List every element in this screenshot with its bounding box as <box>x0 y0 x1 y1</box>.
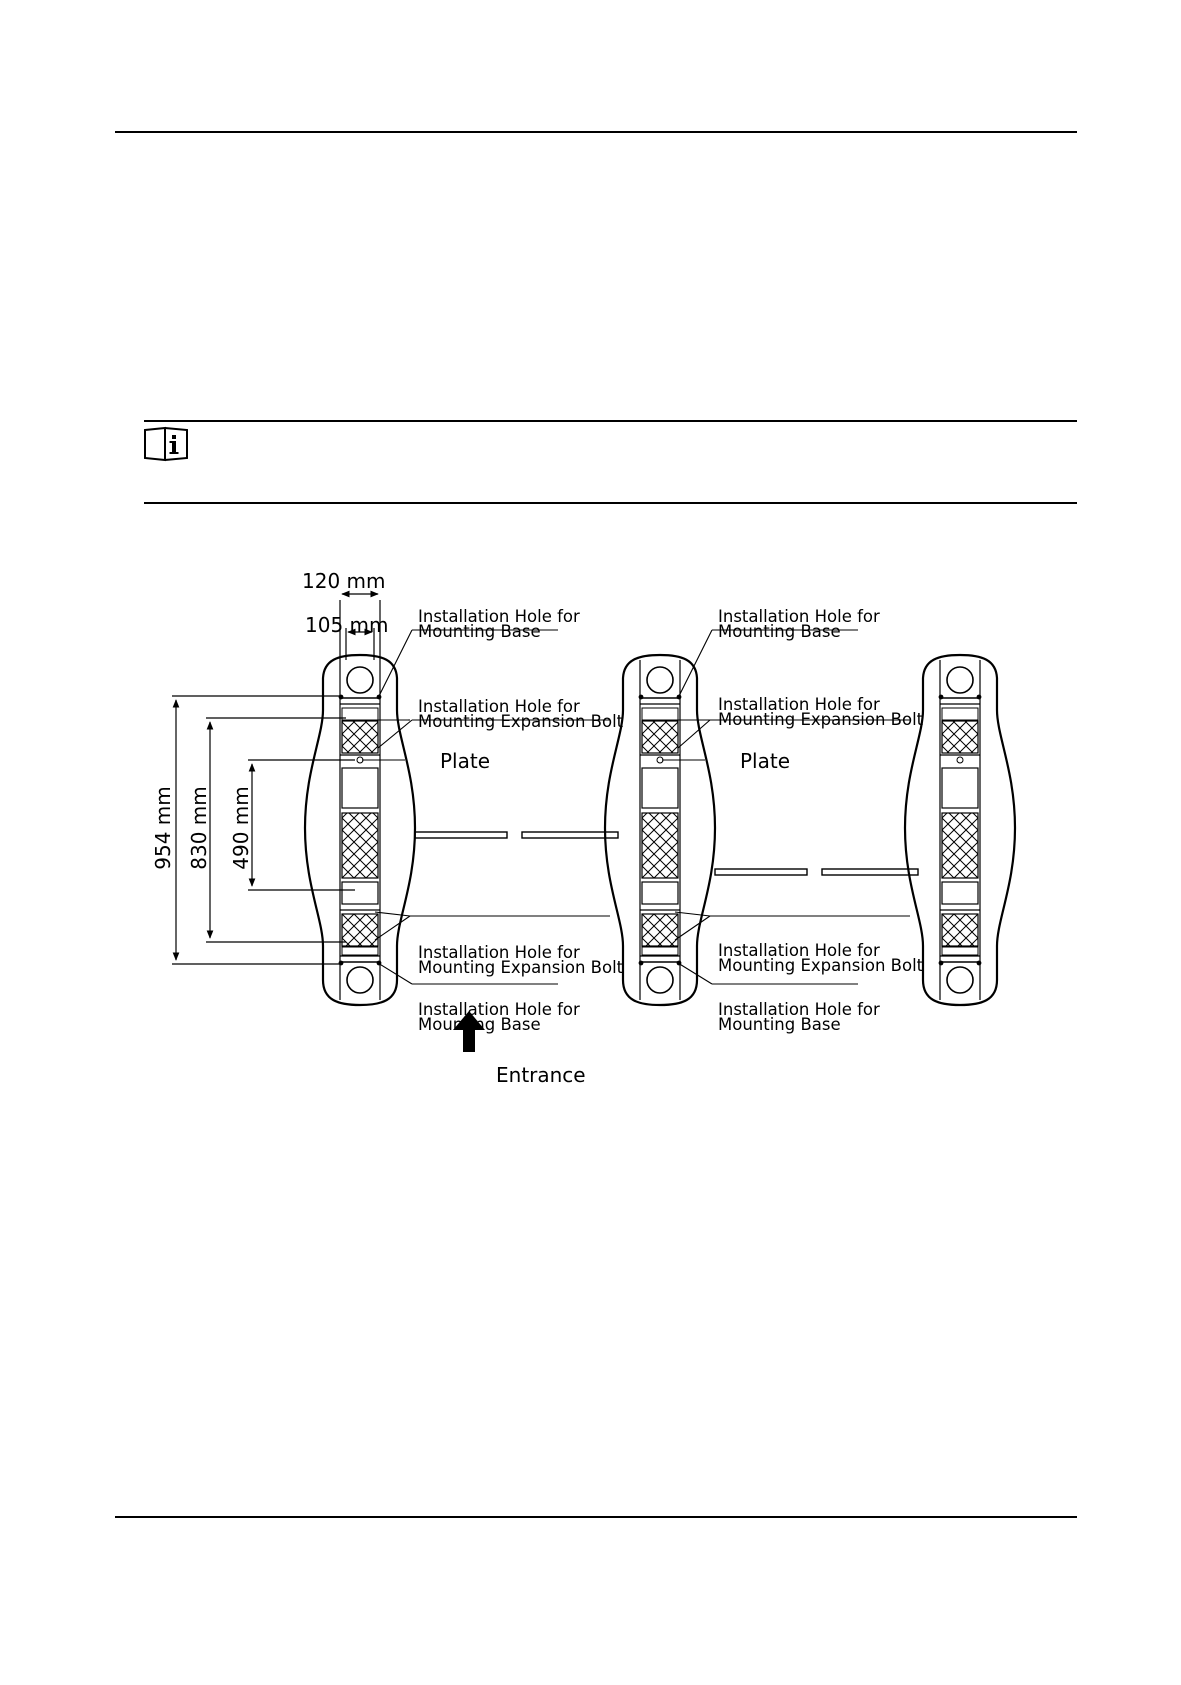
label-hole-base-top-mid-2: Mounting Base <box>718 622 841 641</box>
label-hole-base-bottom-mid-1: Installation Hole for <box>718 1000 880 1019</box>
label-hole-base-top-left-2: Mounting Base <box>418 622 541 641</box>
note-top-rule <box>144 420 1077 422</box>
label-hole-bolt-bottom-mid-2: Mounting Expansion Bolt <box>718 956 924 975</box>
dim-width-inner: 105 mm <box>305 613 389 637</box>
length-dimensions <box>172 695 355 965</box>
dim-length-bolt: 830 mm <box>187 786 211 870</box>
label-hole-bolt-bottom-mid-1: Installation Hole for <box>718 941 880 960</box>
dim-width-outer: 120 mm <box>302 569 386 593</box>
pedestal-right <box>903 653 1017 1007</box>
pedestal-middle <box>603 653 717 1007</box>
label-plate-left: Plate <box>440 749 490 773</box>
barrier-arms <box>414 831 919 876</box>
label-hole-bolt-top-mid-2: Mounting Expansion Bolt <box>718 710 924 729</box>
label-hole-bolt-bottom-left-2: Mounting Expansion Bolt <box>418 958 624 977</box>
pedestal-left <box>303 653 417 1007</box>
dim-length-plate: 490 mm <box>229 786 253 870</box>
note-bottom-rule <box>144 502 1077 504</box>
label-hole-base-bottom-mid-2: Mounting Base <box>718 1015 841 1034</box>
footer-rule <box>115 1516 1077 1518</box>
info-book-icon <box>144 426 188 462</box>
label-hole-base-top-left-1: Installation Hole for <box>418 607 580 626</box>
label-hole-bolt-top-left-1: Installation Hole for <box>418 697 580 716</box>
entrance-arrow-icon <box>453 1011 485 1052</box>
label-hole-base-top-mid-1: Installation Hole for <box>718 607 880 626</box>
width-dimensions <box>339 590 381 660</box>
leader-lines-left <box>362 629 610 985</box>
label-plate-middle: Plate <box>740 749 790 773</box>
label-entrance: Entrance <box>496 1063 586 1087</box>
label-hole-bolt-top-mid-1: Installation Hole for <box>718 695 880 714</box>
leader-lines-middle <box>662 629 910 985</box>
turnstile-installation-diagram: 120 mm 105 mm 954 mm 830 mm 490 mm <box>151 569 1017 1087</box>
label-hole-bolt-bottom-left-1: Installation Hole for <box>418 943 580 962</box>
label-hole-bolt-top-left-2: Mounting Expansion Bolt <box>418 712 624 731</box>
dim-length-total: 954 mm <box>151 786 175 870</box>
label-hole-base-bottom-left-1: Installation Hole for <box>418 1000 580 1019</box>
header-rule <box>115 131 1077 133</box>
